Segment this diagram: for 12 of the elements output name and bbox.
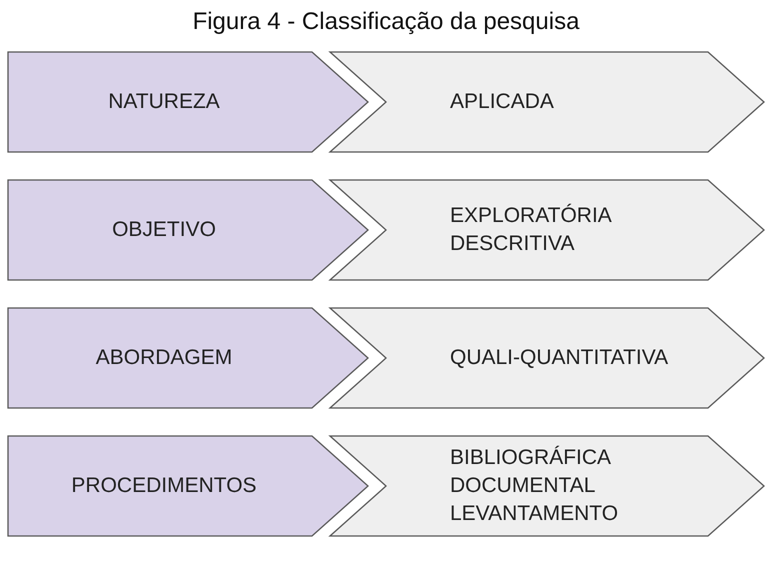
classification-text: APLICADA xyxy=(450,89,554,115)
category-label: OBJETIVO xyxy=(112,217,216,243)
classification-text: DOCUMENTAL xyxy=(450,473,596,499)
classification-text: QUALI-QUANTITATIVA xyxy=(450,345,668,371)
classification-text: DESCRITIVA xyxy=(450,231,574,257)
category-label: ABORDAGEM xyxy=(96,345,232,371)
figure-title: Figura 4 - Classificação da pesquisa xyxy=(192,8,580,36)
category-label: NATUREZA xyxy=(108,89,220,115)
classification-text: EXPLORATÓRIA xyxy=(450,202,612,229)
category-label: PROCEDIMENTOS xyxy=(71,473,257,499)
classification-text: LEVANTAMENTO xyxy=(450,501,618,527)
classification-text: BIBLIOGRÁFICA xyxy=(450,444,612,471)
